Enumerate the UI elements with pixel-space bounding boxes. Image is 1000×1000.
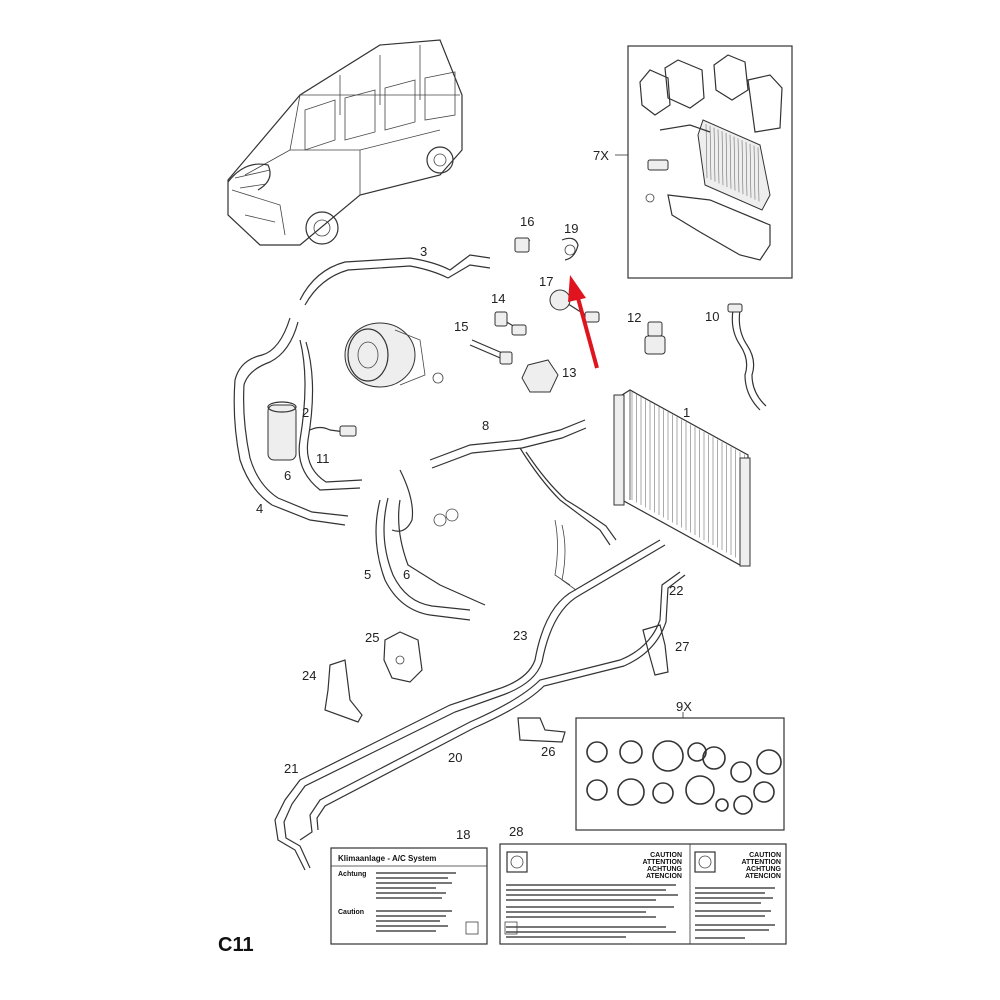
label-28-warn-right: ACHTUNG bbox=[746, 866, 782, 873]
hose-10 bbox=[727, 303, 767, 411]
label-28-warn-right: CAUTION bbox=[749, 852, 781, 859]
label-18-title: Klimaanlage - A/C System bbox=[338, 854, 436, 863]
leader-lines bbox=[615, 154, 684, 718]
refrigerant-lines bbox=[274, 539, 686, 871]
callout-3: 3 bbox=[420, 244, 427, 259]
callout-numbers: 1 2 3 4 5 6 6 7X 8 9X 10 11 12 13 14 15 … bbox=[218, 148, 719, 956]
callout-27: 27 bbox=[675, 639, 689, 654]
callout-18: 18 bbox=[456, 827, 470, 842]
callout-24: 24 bbox=[302, 668, 316, 683]
callout-14: 14 bbox=[491, 291, 505, 306]
condenser-illustration bbox=[613, 389, 751, 567]
highlight-arrow bbox=[568, 275, 599, 369]
callout-6a: 6 bbox=[284, 468, 291, 483]
callout-4: 4 bbox=[256, 501, 263, 516]
callout-1: 1 bbox=[683, 405, 690, 420]
callout-23: 23 bbox=[513, 628, 527, 643]
callout-22: 22 bbox=[669, 583, 683, 598]
evaporator-kit-box bbox=[627, 45, 793, 279]
label-18-row1-head: Achtung bbox=[338, 871, 366, 878]
fasteners bbox=[469, 237, 600, 393]
callout-5: 5 bbox=[364, 567, 371, 582]
callout-11: 11 bbox=[316, 451, 330, 466]
callout-25: 25 bbox=[365, 630, 379, 645]
label-28-warn-right: ATTENTION bbox=[741, 859, 781, 866]
label-28-warn-left: ATTENTION bbox=[642, 859, 682, 866]
label-28-warn-left: CAUTION bbox=[650, 852, 682, 859]
callout-6b: 6 bbox=[403, 567, 410, 582]
label-28-warn-left: ACHTUNG bbox=[647, 866, 683, 873]
callout-8: 8 bbox=[482, 418, 489, 433]
callout-15: 15 bbox=[454, 319, 468, 334]
callout-12: 12 bbox=[627, 310, 641, 325]
sheet-code: C11 bbox=[218, 934, 254, 956]
callout-17: 17 bbox=[539, 274, 553, 289]
van-illustration bbox=[227, 39, 463, 246]
callout-21: 21 bbox=[284, 761, 298, 776]
compressor-illustration bbox=[344, 322, 444, 388]
brackets bbox=[324, 624, 669, 743]
hose-assemblies bbox=[233, 254, 617, 621]
label-28-warn-left: ATENCION bbox=[646, 873, 682, 880]
callout-7x: 7X bbox=[593, 148, 609, 163]
callout-20: 20 bbox=[448, 750, 462, 765]
callout-13: 13 bbox=[562, 365, 576, 380]
label-28-warn-right: ATENCION bbox=[745, 873, 781, 880]
seal-kit-box bbox=[575, 717, 785, 831]
callout-10: 10 bbox=[705, 309, 719, 324]
label-18-card: Klimaanlage - A/C System Achtung Caution bbox=[330, 847, 488, 945]
pressure-switch-12 bbox=[644, 321, 666, 355]
label-18-row2-head: Caution bbox=[338, 909, 364, 916]
callout-26: 26 bbox=[541, 744, 555, 759]
callout-28: 28 bbox=[509, 824, 523, 839]
callout-19: 19 bbox=[564, 221, 578, 236]
callout-2: 2 bbox=[302, 405, 309, 420]
callout-9x: 9X bbox=[676, 699, 692, 714]
callout-16: 16 bbox=[520, 214, 534, 229]
